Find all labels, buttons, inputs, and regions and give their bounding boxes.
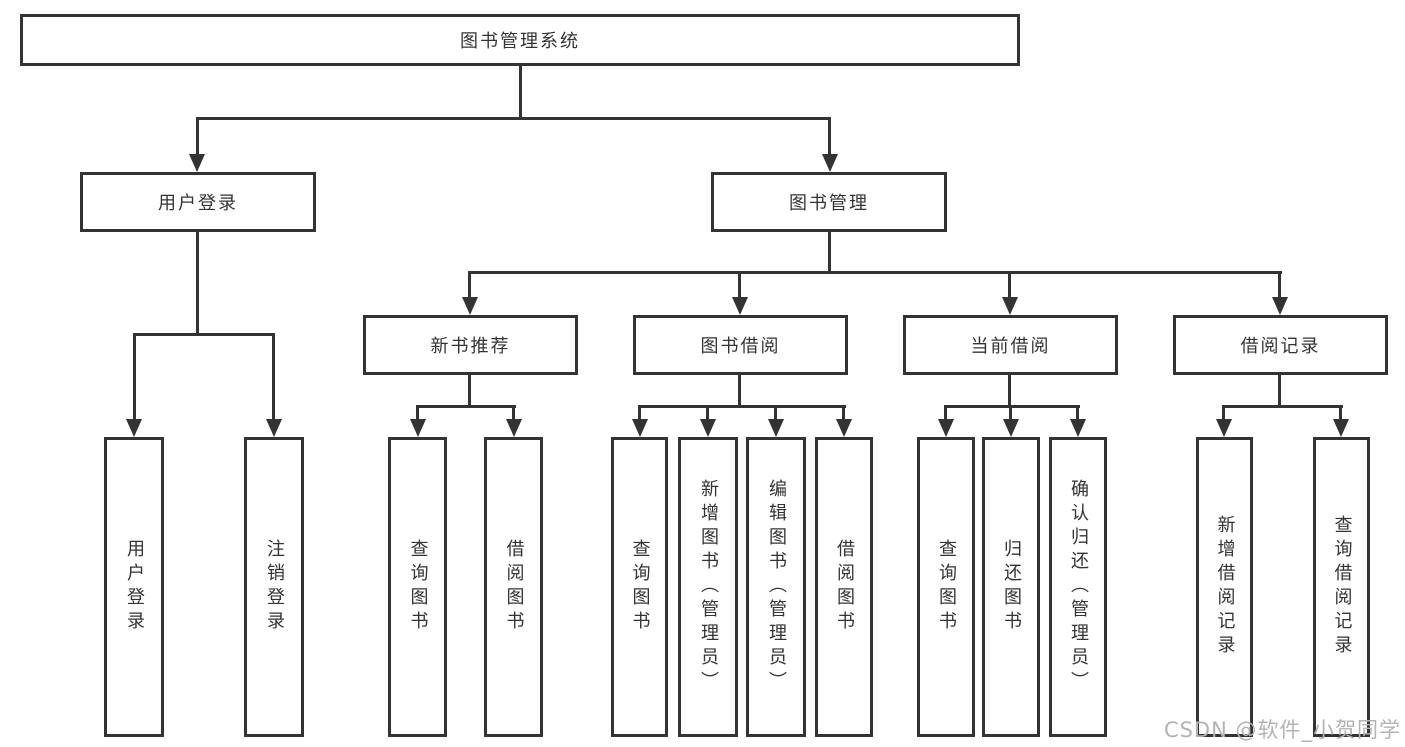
leaf-borrow-edit-books-admin-label: 编辑图书（管理员） bbox=[766, 479, 787, 695]
arrow-down-icon bbox=[632, 419, 648, 437]
connector-vline bbox=[706, 405, 709, 419]
connector-vline bbox=[1278, 271, 1281, 297]
node-current-borrow: 当前借阅 bbox=[903, 315, 1118, 375]
leaf-records-add-record: 新增借阅记录 bbox=[1196, 437, 1253, 737]
node-book-borrow-label: 图书借阅 bbox=[700, 336, 781, 357]
leaf-current-confirm-return-admin-label: 确认归还（管理员） bbox=[1068, 479, 1089, 695]
arrow-down-icon bbox=[462, 297, 478, 315]
connector-vline bbox=[272, 333, 275, 419]
leaf-recommend-query-books-label: 查询图书 bbox=[407, 539, 429, 635]
leaf-borrow-query-books-label: 查询图书 bbox=[629, 539, 651, 635]
leaf-current-query-books: 查询图书 bbox=[917, 437, 975, 737]
leaf-user-login: 用户登录 bbox=[104, 437, 164, 737]
connector-vline bbox=[738, 271, 741, 297]
connector-hline bbox=[133, 333, 275, 336]
node-new-book-recommend-label: 新书推荐 bbox=[430, 336, 511, 357]
arrow-down-icon bbox=[822, 154, 838, 172]
leaf-current-query-books-label: 查询图书 bbox=[936, 539, 957, 635]
arrow-down-icon bbox=[836, 419, 852, 437]
leaf-borrow-edit-books-admin: 编辑图书（管理员） bbox=[746, 437, 806, 737]
connector-vline bbox=[1009, 405, 1012, 419]
leaf-current-return-books-label: 归还图书 bbox=[1001, 539, 1022, 635]
leaf-user-login-label: 用户登录 bbox=[124, 539, 145, 635]
leaf-recommend-borrow-books: 借阅图书 bbox=[484, 437, 543, 737]
arrow-down-icon bbox=[1216, 419, 1232, 437]
connector-vline bbox=[133, 333, 136, 419]
arrow-down-icon bbox=[1272, 297, 1288, 315]
arrow-down-icon bbox=[1002, 297, 1018, 315]
connector-vline bbox=[828, 232, 831, 274]
connector-vline bbox=[738, 375, 741, 408]
connector-vline bbox=[468, 271, 471, 297]
connector-vline bbox=[774, 405, 777, 419]
arrow-down-icon bbox=[1070, 419, 1086, 437]
node-library-system-label: 图书管理系统 bbox=[460, 31, 580, 52]
arrow-down-icon bbox=[506, 419, 522, 437]
connector-hline bbox=[638, 405, 846, 408]
connector-vline bbox=[1339, 405, 1342, 419]
connector-vline bbox=[944, 405, 947, 419]
leaf-logout-login-label: 注销登录 bbox=[264, 539, 285, 635]
node-user-login: 用户登录 bbox=[80, 172, 316, 232]
arrow-down-icon bbox=[410, 419, 426, 437]
leaf-recommend-query-books: 查询图书 bbox=[388, 437, 447, 737]
arrow-down-icon bbox=[938, 419, 954, 437]
connector-vline bbox=[638, 405, 641, 419]
arrow-down-icon bbox=[732, 297, 748, 315]
node-user-login-label: 用户登录 bbox=[158, 193, 238, 214]
node-book-management: 图书管理 bbox=[711, 172, 947, 232]
leaf-records-add-record-label: 新增借阅记录 bbox=[1214, 515, 1236, 659]
connector-vline bbox=[1076, 405, 1079, 419]
connector-vline bbox=[1008, 375, 1011, 408]
leaf-borrow-borrow-books-label: 借阅图书 bbox=[834, 539, 855, 635]
leaf-recommend-borrow-books-label: 借阅图书 bbox=[503, 539, 525, 635]
leaf-logout-login: 注销登录 bbox=[244, 437, 304, 737]
connector-hline bbox=[944, 405, 1080, 408]
node-borrow-records: 借阅记录 bbox=[1173, 315, 1388, 375]
csdn-watermark: CSDN @软件_小贺同学 bbox=[1163, 718, 1401, 742]
connector-hline bbox=[416, 405, 516, 408]
node-book-management-label: 图书管理 bbox=[789, 193, 869, 214]
connector-vline bbox=[196, 232, 199, 336]
node-book-borrow: 图书借阅 bbox=[633, 315, 848, 375]
node-borrow-records-label: 借阅记录 bbox=[1240, 336, 1321, 357]
arrow-down-icon bbox=[700, 419, 716, 437]
leaf-borrow-borrow-books: 借阅图书 bbox=[815, 437, 873, 737]
leaf-current-return-books: 归还图书 bbox=[982, 437, 1040, 737]
connector-vline bbox=[1278, 375, 1281, 408]
arrow-down-icon bbox=[768, 419, 784, 437]
connector-vline bbox=[416, 405, 419, 419]
connector-vline bbox=[1008, 271, 1011, 297]
leaf-borrow-add-books-admin: 新增图书（管理员） bbox=[678, 437, 738, 737]
connector-vline bbox=[512, 405, 515, 419]
leaf-records-query-record: 查询借阅记录 bbox=[1313, 437, 1370, 737]
connector-vline bbox=[1222, 405, 1225, 419]
connector-vline bbox=[828, 117, 831, 154]
connector-vline bbox=[842, 405, 845, 419]
leaf-borrow-query-books: 查询图书 bbox=[611, 437, 668, 737]
node-library-system: 图书管理系统 bbox=[20, 14, 1020, 66]
arrow-down-icon bbox=[126, 419, 142, 437]
connector-hline bbox=[196, 117, 831, 120]
leaf-current-confirm-return-admin: 确认归还（管理员） bbox=[1049, 437, 1107, 737]
leaf-records-query-record-label: 查询借阅记录 bbox=[1331, 515, 1353, 659]
connector-hline bbox=[468, 271, 1282, 274]
connector-vline bbox=[196, 117, 199, 154]
arrow-down-icon bbox=[266, 419, 282, 437]
node-current-borrow-label: 当前借阅 bbox=[970, 336, 1051, 357]
arrow-down-icon bbox=[1333, 419, 1349, 437]
arrow-down-icon bbox=[1003, 419, 1019, 437]
node-new-book-recommend: 新书推荐 bbox=[363, 315, 578, 375]
leaf-borrow-add-books-admin-label: 新增图书（管理员） bbox=[698, 479, 719, 695]
connector-vline bbox=[519, 66, 522, 119]
connector-vline bbox=[468, 375, 471, 408]
connector-hline bbox=[1222, 405, 1343, 408]
arrow-down-icon bbox=[189, 154, 205, 172]
